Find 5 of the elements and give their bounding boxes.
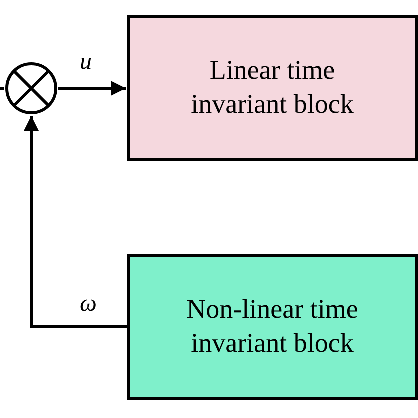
arrow <box>58 81 126 96</box>
arrow <box>24 116 127 328</box>
connector-line <box>0 87 4 90</box>
process-box: Linear time invariant block <box>127 15 418 161</box>
process-box: Non-linear time invariant block <box>127 254 418 400</box>
